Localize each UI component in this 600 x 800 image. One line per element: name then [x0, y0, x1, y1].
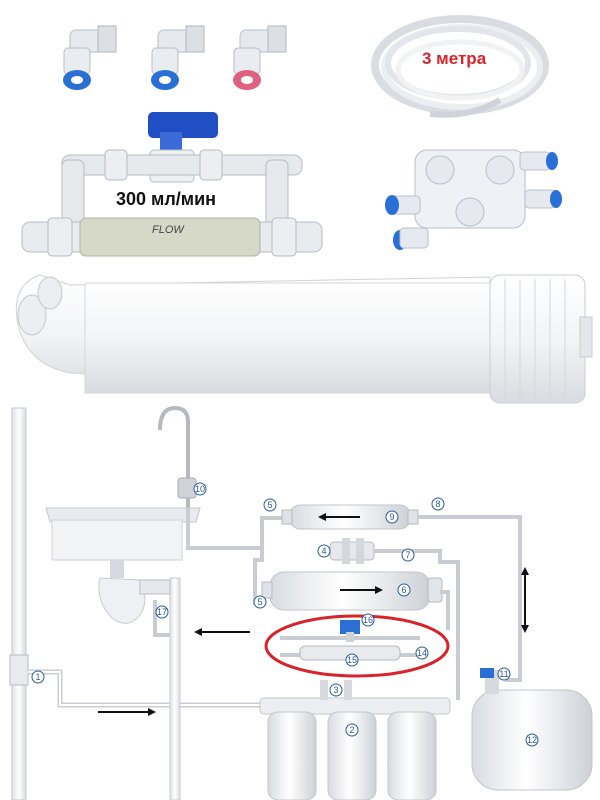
restrictor-highlight: [264, 614, 450, 678]
callout-16: 16: [361, 613, 375, 627]
svg-text:9: 9: [389, 512, 394, 522]
flow-rate-label: 300 мл/мин: [116, 189, 217, 209]
callout-10: 10: [193, 482, 207, 496]
svg-text:12: 12: [527, 735, 537, 745]
sink: [45, 507, 201, 624]
svg-text:7: 7: [405, 550, 410, 560]
svg-text:8: 8: [435, 499, 440, 509]
tube-coil: [371, 15, 549, 118]
callout-7: 7: [401, 548, 415, 562]
flow-restrictor-assembly: [21, 112, 323, 257]
shutoff-valve-small: [329, 538, 375, 564]
callout-17: 17: [155, 605, 169, 619]
membrane-housing: [15, 274, 593, 404]
svg-text:2: 2: [349, 725, 354, 735]
callout-3: 3: [329, 683, 343, 697]
svg-text:14: 14: [417, 648, 427, 658]
prefilter-housings: [259, 680, 451, 800]
svg-text:10: 10: [195, 484, 205, 494]
svg-text:5: 5: [257, 597, 262, 607]
callout-4: 4: [317, 544, 331, 558]
svg-text:11: 11: [499, 669, 508, 679]
callout-9: 9: [385, 510, 399, 524]
installation-schematic: 1 2 3 4 5 5 6 7 8 9 10 11 12 14 15 16 17: [9, 405, 593, 800]
post-filter: [281, 504, 419, 530]
tube-length-label: 3 метра: [422, 49, 487, 68]
callout-1: 1: [31, 670, 45, 684]
products-area: [21, 15, 562, 257]
flow-direction-text: FLOW: [152, 224, 184, 236]
callout-11: 11: [497, 667, 511, 681]
elbow-fitting-pink: [233, 25, 287, 90]
elbow-fitting-blue-2: [151, 25, 205, 90]
svg-text:6: 6: [401, 585, 406, 595]
callout-12: 12: [525, 733, 539, 747]
faucet: [158, 405, 197, 508]
supply-pipe: [11, 407, 27, 800]
svg-text:15: 15: [347, 655, 357, 665]
callout-6: 6: [397, 583, 411, 597]
callout-5-top: 5: [263, 498, 277, 512]
svg-text:4: 4: [321, 546, 326, 556]
svg-text:16: 16: [363, 615, 373, 625]
elbow-fitting-blue-1: [63, 25, 117, 90]
svg-text:3: 3: [333, 685, 338, 695]
auto-shutoff-valve: [385, 149, 562, 250]
callout-15: 15: [345, 653, 359, 667]
callout-5-bottom: 5: [253, 595, 267, 609]
callout-14: 14: [415, 646, 429, 660]
svg-text:17: 17: [157, 607, 167, 617]
svg-text:1: 1: [35, 672, 40, 682]
membrane-filter: [261, 571, 443, 611]
flow-restrictor-schematic: [280, 620, 420, 661]
callout-2: 2: [345, 723, 359, 737]
svg-text:5: 5: [267, 500, 272, 510]
callout-8: 8: [431, 497, 445, 511]
storage-tank: [471, 668, 593, 791]
